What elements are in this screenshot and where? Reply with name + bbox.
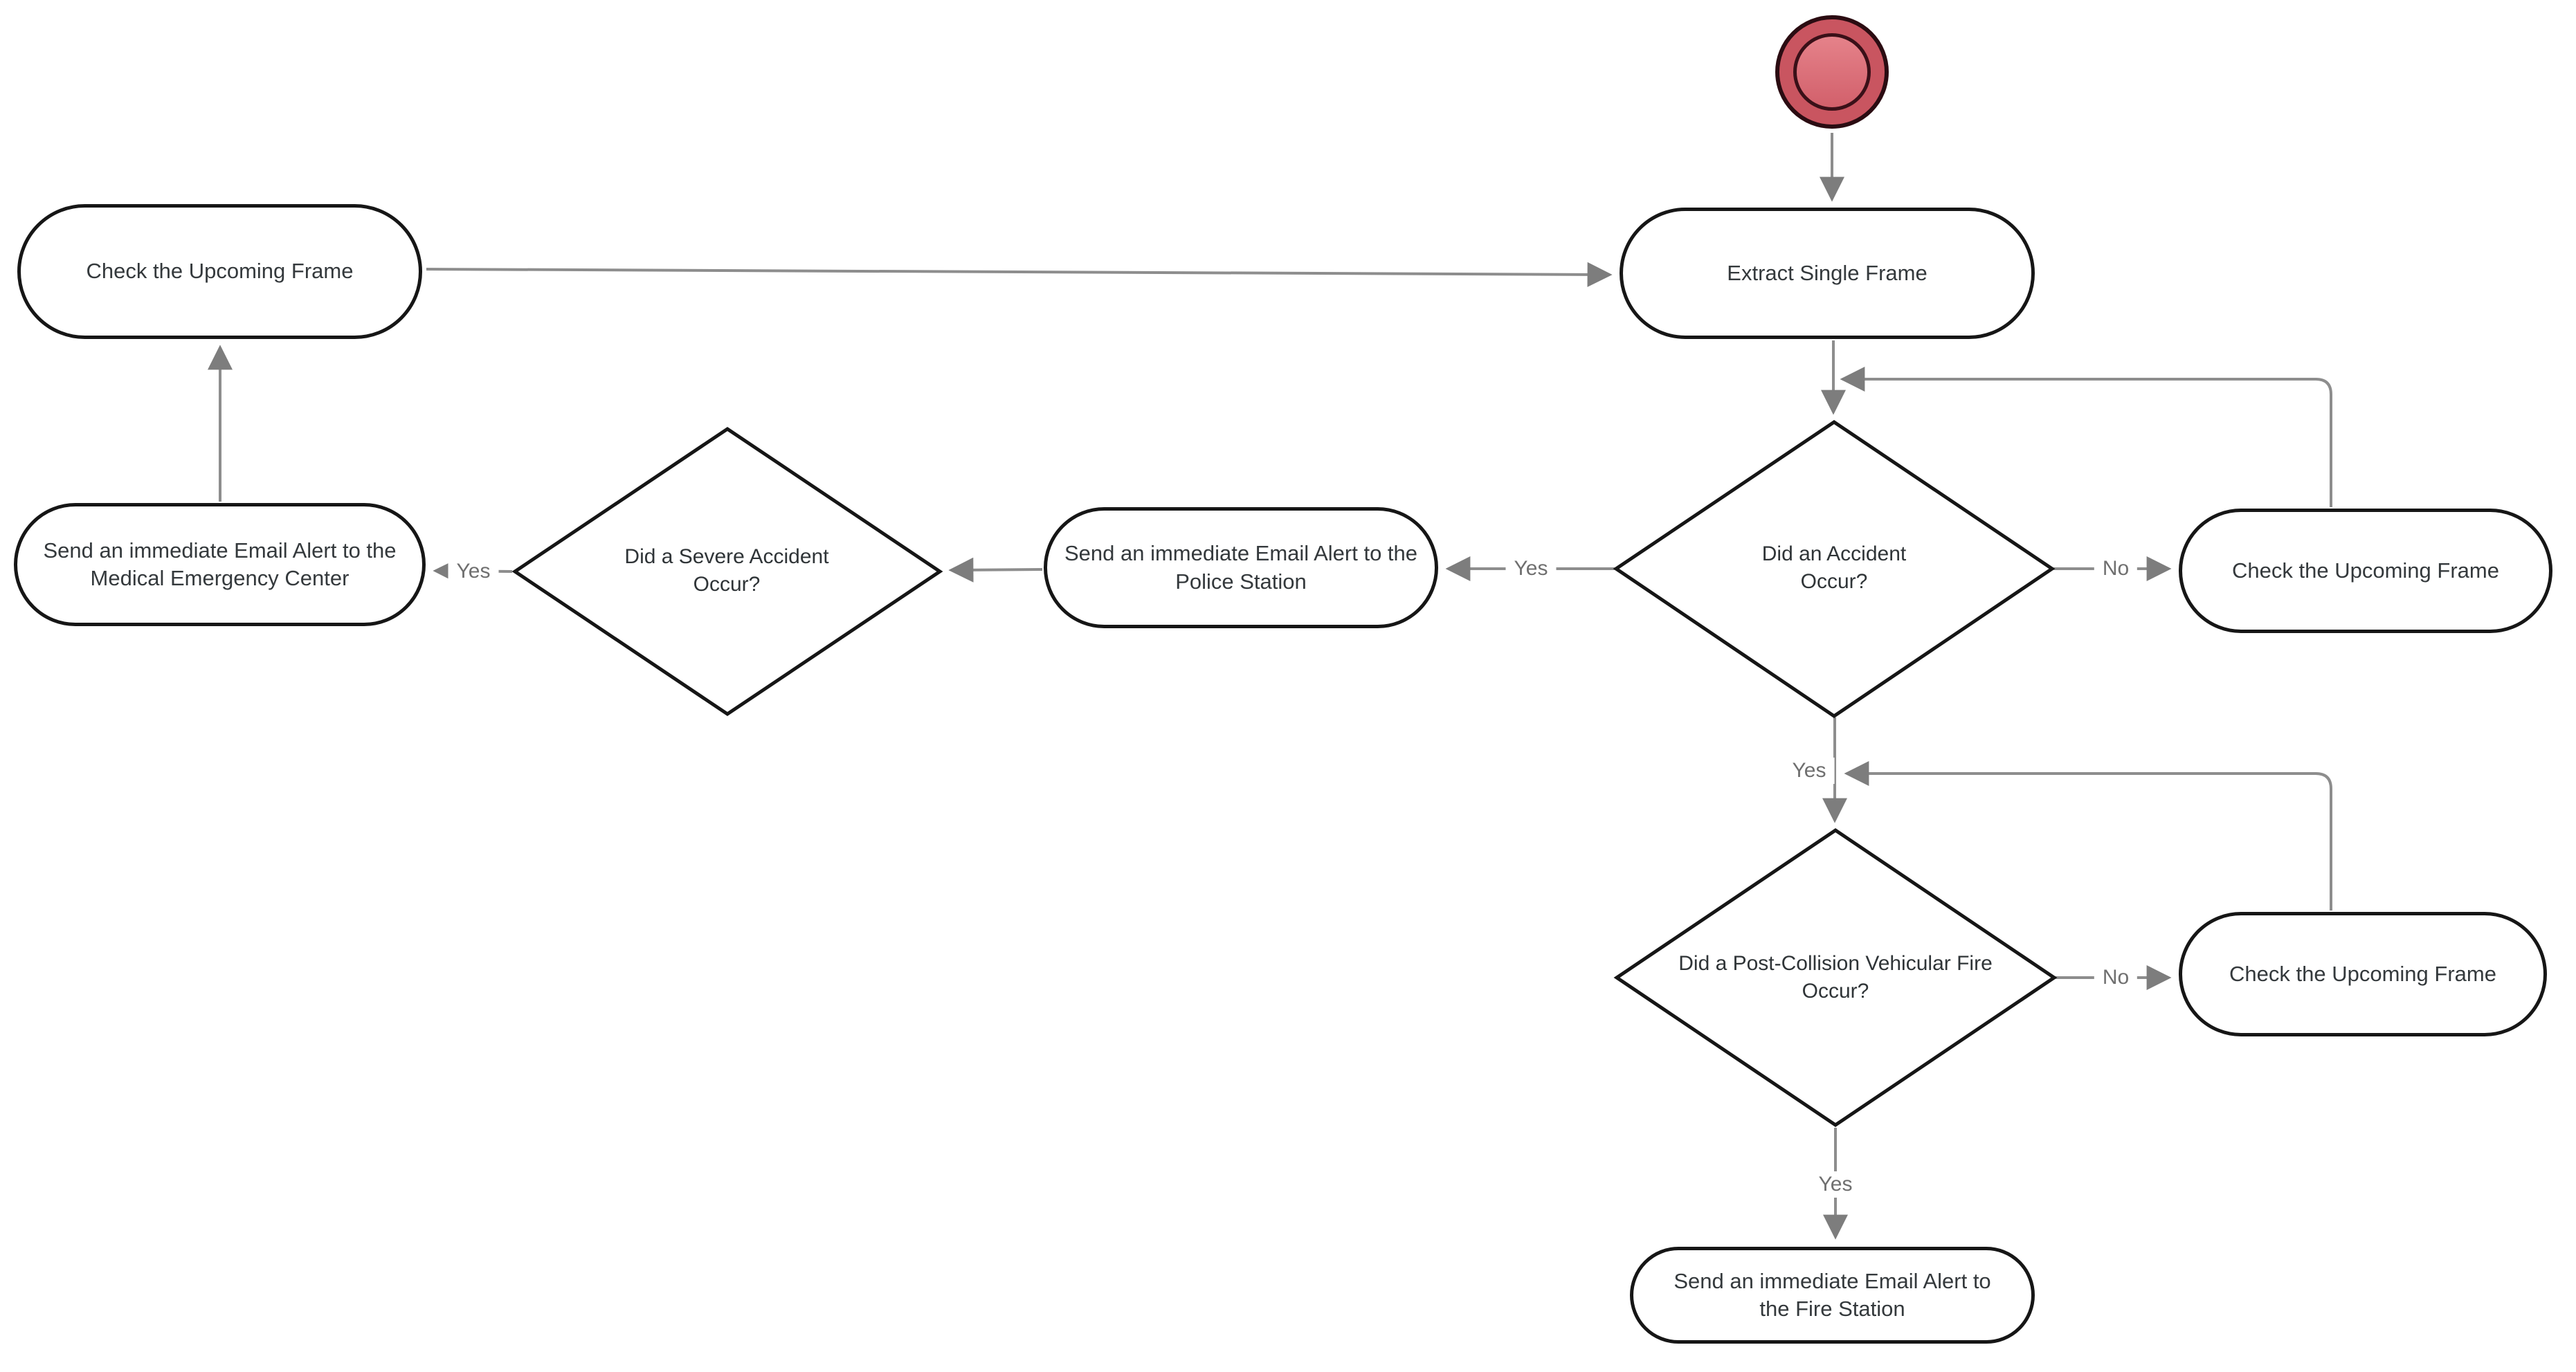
node-label: Check the Upcoming Frame — [86, 259, 354, 284]
node-check-upcoming-frame-left[interactable]: Check the Upcoming Frame — [17, 204, 422, 339]
edge-checkleft-to-extract — [426, 262, 1613, 287]
node-email-police-station[interactable]: Send an immediate Email Alert to the Pol… — [1044, 507, 1438, 628]
node-email-fire-station[interactable]: Send an immediate Email Alert to the Fir… — [1630, 1247, 2035, 1344]
start-node-inner-circle — [1793, 33, 1871, 111]
edge-label-yes-severe: Yes — [448, 558, 499, 585]
start-node[interactable] — [1775, 15, 1889, 129]
node-check-upcoming-frame-right-top[interactable]: Check the Upcoming Frame — [2179, 509, 2552, 633]
node-label: Check the Upcoming Frame — [2232, 558, 2499, 583]
edge-label-yes-fire: Yes — [1810, 1171, 1861, 1198]
node-label: Extract Single Frame — [1727, 260, 1928, 285]
edge-label-yes-accident: Yes — [1505, 556, 1557, 582]
node-label: Send an immediate Email Alert to the Pol… — [1064, 541, 1418, 594]
edge-checkright-top-loopback — [1840, 367, 2332, 507]
decision-severe-accident[interactable] — [511, 426, 943, 717]
edge-checkright-bottom-loopback — [1844, 761, 2332, 911]
edge-label-no-accident: No — [2094, 556, 2138, 582]
node-extract-single-frame[interactable]: Extract Single Frame — [1620, 208, 2035, 339]
node-check-upcoming-frame-right-bottom[interactable]: Check the Upcoming Frame — [2179, 912, 2547, 1036]
decision-accident[interactable] — [1613, 419, 2056, 719]
decision-post-collision-fire[interactable] — [1613, 827, 2058, 1128]
node-label: Send an immediate Email Alert to the Med… — [43, 538, 397, 590]
node-label: Check the Upcoming Frame — [2229, 961, 2496, 986]
edge-label-no-postcollision: No — [2094, 964, 2138, 991]
edge-label-yes-to-postcollision: Yes — [1784, 758, 1835, 784]
node-label: Send an immediate Email Alert to the Fir… — [1674, 1268, 1991, 1321]
node-email-medical-emergency-center[interactable]: Send an immediate Email Alert to the Med… — [14, 503, 426, 626]
edge-police-to-severe-decision — [948, 557, 1043, 583]
